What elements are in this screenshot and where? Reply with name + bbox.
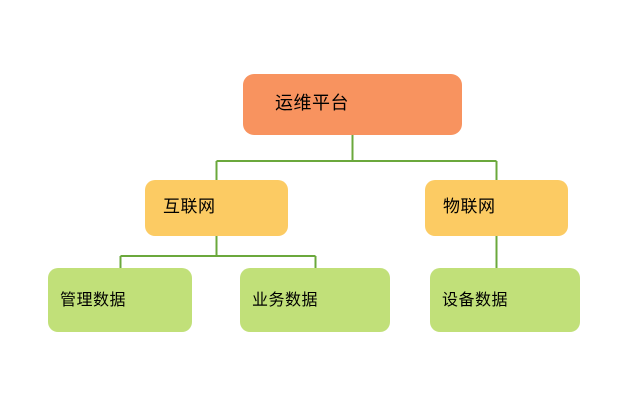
node-label: 管理数据 (60, 289, 127, 309)
node-label: 互联网 (163, 197, 216, 218)
node-label: 业务数据 (252, 289, 319, 309)
node-label: 物联网 (443, 197, 496, 218)
node-label: 运维平台 (275, 93, 349, 115)
node-iot[interactable]: 物联网 (425, 180, 568, 236)
node-internet[interactable]: 互联网 (145, 180, 288, 236)
node-management-data[interactable]: 管理数据 (48, 268, 192, 332)
node-label: 设备数据 (442, 289, 509, 309)
node-device-data[interactable]: 设备数据 (430, 268, 580, 332)
node-root-ops-platform[interactable]: 运维平台 (243, 74, 462, 135)
node-business-data[interactable]: 业务数据 (240, 268, 390, 332)
